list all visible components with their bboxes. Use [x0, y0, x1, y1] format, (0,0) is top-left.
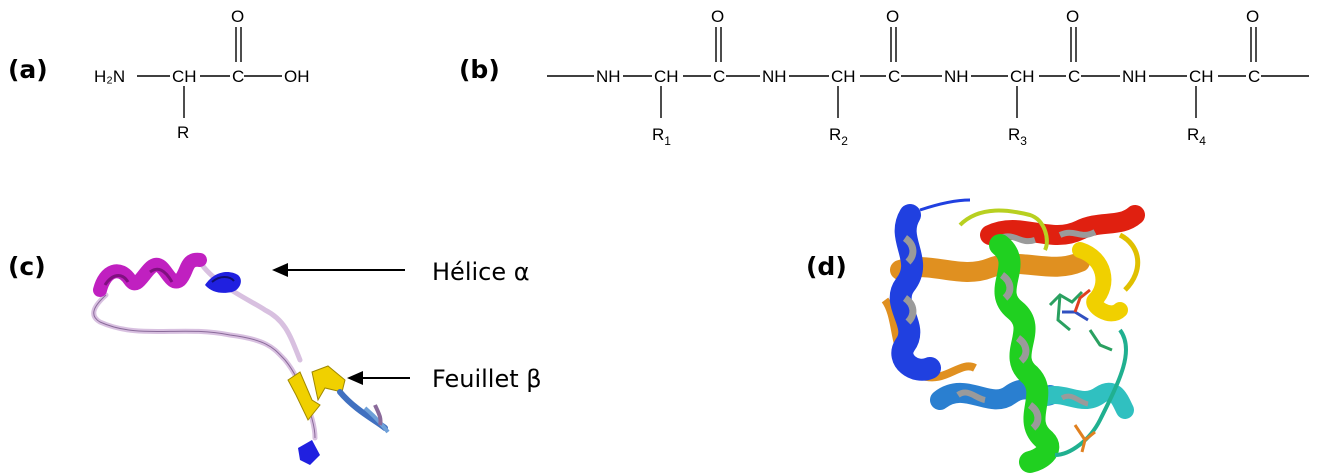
alpha-carbon: CH: [1189, 67, 1214, 86]
carbonyl-carbon: C: [713, 67, 725, 86]
carbonyl-carbon: C: [1248, 67, 1260, 86]
alpha-carbon: CH: [831, 67, 856, 86]
amide-nh: NH: [596, 67, 621, 86]
carbonyl-oxygen: O: [886, 7, 899, 26]
panel-label-c: (c): [8, 252, 46, 281]
panel-label-a: (a): [8, 55, 48, 84]
side-chain-r2: R2: [829, 125, 848, 148]
alpha-carbon: CH: [654, 67, 679, 86]
peptide-ribbon-model: [91, 252, 390, 465]
amino-acid-structure: H₂N CH C OH O R: [94, 7, 310, 142]
helix-annotation: Hélice α: [432, 258, 530, 286]
amine-group: H₂N: [94, 67, 125, 86]
helix-pointer-arrow: [272, 263, 405, 277]
side-chain-r4: R4: [1187, 125, 1206, 148]
amide-nh: NH: [1122, 67, 1147, 86]
panel-label-d: (d): [806, 252, 847, 281]
carbonyl-oxygen: O: [711, 7, 724, 26]
carbonyl-carbon: C: [1068, 67, 1080, 86]
peptide-chain: NH CH C O R1 NH CH C O R2 NH CH C O R3: [547, 7, 1309, 148]
panel-label-b: (b): [459, 55, 500, 84]
side-chain-r1: R1: [652, 125, 671, 148]
carboxyl-carbon: C: [232, 67, 244, 86]
alpha-carbon: CH: [1010, 67, 1035, 86]
amide-nh: NH: [762, 67, 787, 86]
carbonyl-oxygen: O: [1066, 7, 1079, 26]
side-chain-r3: R3: [1008, 125, 1027, 148]
carbonyl-oxygen: O: [231, 7, 244, 26]
globular-protein-model: [881, 198, 1145, 473]
alpha-carbon: CH: [172, 67, 197, 86]
sheet-annotation: Feuillet β: [432, 365, 542, 393]
carbonyl-oxygen: O: [1246, 7, 1259, 26]
amide-nh: NH: [944, 67, 969, 86]
side-chain: R: [177, 123, 189, 142]
carbonyl-carbon: C: [888, 67, 900, 86]
hydroxyl-group: OH: [284, 67, 310, 86]
sheet-pointer-arrow: [347, 371, 410, 385]
